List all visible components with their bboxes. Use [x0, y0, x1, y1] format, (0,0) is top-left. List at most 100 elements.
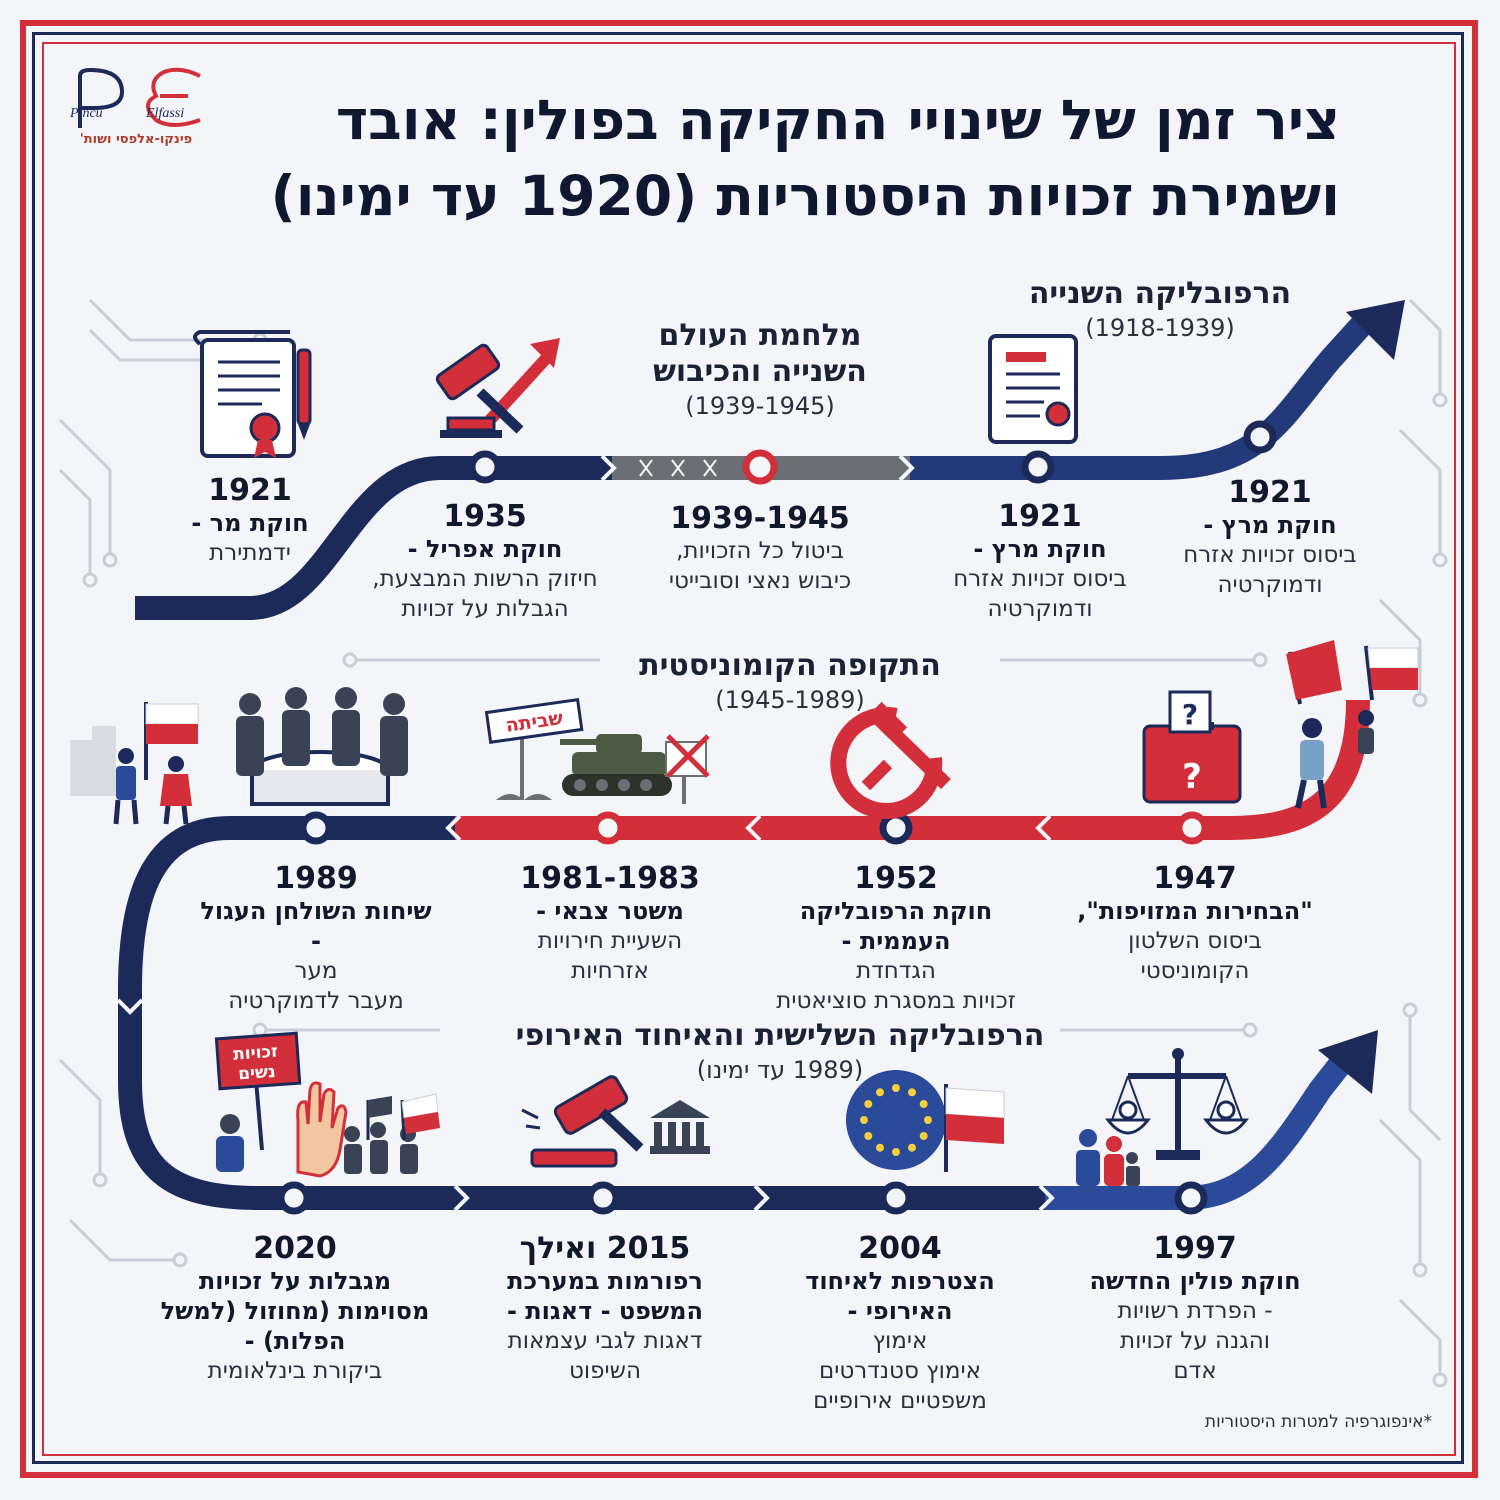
eu-star: [876, 1088, 884, 1097]
event-1935-april: 1935 חוקת אפריל - חיזוק הרשות המבצעת, הג…: [340, 500, 630, 624]
hammer-sickle-icon: [830, 701, 951, 819]
track-row3-arrowhead: [1318, 1030, 1378, 1094]
event-year: 1997: [1153, 1231, 1237, 1266]
period-name: מלחמת העולם השנייה והכיבוש: [653, 318, 867, 389]
period-years: (1939-1945): [685, 392, 835, 420]
eu-star: [919, 1100, 928, 1108]
event-desc: אימוץ: [872, 1328, 928, 1354]
event-name: חוקת פולין החדשה: [1089, 1267, 1301, 1295]
event-desc: הגבלות על זכויות: [401, 596, 569, 622]
document-seal-icon: [193, 330, 312, 458]
protest-sign-icon: זכויות נשים: [214, 1031, 440, 1178]
gavel-up-arrow-icon: [435, 338, 560, 438]
logo-name-right: Elfassi: [146, 106, 185, 121]
node-2020: [277, 1181, 311, 1215]
protest-sign-line-2: נשים: [238, 1062, 277, 1085]
period-years: (1918-1939): [1085, 314, 1235, 342]
eu-flag-icon: [846, 1070, 946, 1170]
event-desc: ביסוס השלטון: [1128, 928, 1262, 954]
barbed-wire-icon: [639, 459, 717, 477]
event-year: 1921: [208, 473, 292, 508]
person-flag-icon: [1286, 640, 1419, 809]
event-desc: ודמוקרטיה: [1217, 572, 1323, 598]
page-title: ציר זמן של שינויי החקיקה בפולין: אובד וש…: [200, 82, 1340, 234]
event-desc: מער: [294, 958, 338, 984]
eu-star: [876, 1143, 884, 1152]
event-1939-1945: 1939-1945 ביטול כל הזכויות, כיבוש נאצי ו…: [630, 502, 890, 596]
eu-star: [908, 1088, 916, 1097]
company-logo: Pincu Elfassi פינקו-אלפסי ושות': [60, 62, 210, 162]
node-1921-b: [1021, 450, 1055, 484]
question-mark-top: ?: [1182, 698, 1198, 731]
event-name: משטר צבאי -: [536, 897, 684, 925]
event-year: 1939-1945: [670, 501, 850, 536]
period-communist: התקופה הקומוניסטית (1945-1989): [560, 648, 1020, 716]
node-1981: [591, 811, 625, 845]
track-row2-curve: [760, 699, 1370, 840]
event-year: 1935: [443, 499, 527, 534]
event-name: חוקת אפריל -: [407, 535, 563, 563]
node-1947: [1175, 811, 1209, 845]
event-desc: ביטול כל הזכויות,: [676, 538, 844, 564]
event-year: 1947: [1153, 861, 1237, 896]
poland-flag-icon: [944, 1084, 1005, 1172]
tank-strike-icon: שביתה: [484, 698, 710, 804]
event-desc: השיפוט: [568, 1358, 641, 1384]
event-1947-elections: 1947 "הבחירות המזויפות", ביסוס השלטון הק…: [1060, 862, 1330, 986]
title-line-2: ושמירת זכויות היסטוריות (1920 עד ימינו): [270, 164, 1340, 228]
eu-star: [908, 1143, 916, 1152]
logo-hebrew-name: פינקו-אלפסי ושות': [79, 132, 193, 147]
event-year: 1952: [854, 861, 938, 896]
node-1989: [299, 811, 333, 845]
gavel-court-icon: [521, 1075, 710, 1168]
track-uturn: [118, 816, 455, 1210]
logo-mark-icon: [78, 67, 201, 128]
event-1989-round-table: 1989 שיחות השולחן העגול - מער מעבר לדמוק…: [196, 862, 436, 1016]
event-1921-march-a: 1921 חוקת מרץ - ביסוס זכויות אזרח ודמוקר…: [1140, 476, 1400, 600]
event-year: 2015 ואילך: [519, 1231, 691, 1266]
eu-star: [892, 1148, 900, 1156]
event-desc: ידמתירת: [209, 540, 291, 566]
constitution-document-icon: [988, 334, 1078, 444]
period-ww2: מלחמת העולם השנייה והכיבוש (1939-1945): [610, 318, 910, 422]
event-desc: זכויות במסגרת סוציאטית: [776, 988, 1016, 1014]
event-year: 1921: [998, 499, 1082, 534]
event-2004-eu: 2004 הצטרפות לאיחוד האירופי - אימוץ אימו…: [780, 1232, 1020, 1416]
period-name: הרפובליקה השלישית והאיחוד האירופי: [515, 1018, 1045, 1053]
event-year: 2004: [858, 1231, 942, 1266]
track-row1-arrowhead: [1346, 300, 1405, 360]
eu-star: [860, 1116, 868, 1124]
event-1921-mar-left: 1921 חוקת מר - ידמתירת: [150, 474, 350, 568]
event-desc: הגדחדת: [856, 958, 936, 984]
eu-star: [924, 1116, 932, 1124]
event-desc: והגנה על זכויות: [1119, 1328, 1271, 1354]
event-desc: - הפרדת רשויות: [1117, 1298, 1273, 1324]
family-icon: [1076, 1129, 1140, 1186]
event-desc: אזרחיות: [571, 958, 649, 984]
event-name: מגבלות על זכויות מסוימות (מחוזול (למשל ה…: [160, 1267, 430, 1355]
protest-sign-line-1: זכויות: [233, 1042, 279, 1065]
event-year: 1981-1983: [520, 861, 700, 896]
node-1939: [742, 449, 778, 485]
event-year: 1921: [1228, 475, 1312, 510]
event-desc: ביקורת בינלאומית: [207, 1358, 383, 1384]
event-1921-march-b: 1921 חוקת מרץ - ביסוס זכויות אזרח ודמוקר…: [910, 500, 1170, 624]
event-1952-constitution: 1952 חוקת הרפובליקה העממית - הגדחדת זכוי…: [760, 862, 1032, 1016]
event-year: 2020: [253, 1231, 337, 1266]
event-1981-martial-law: 1981-1983 משטר צבאי - השעיית חירויות אזר…: [480, 862, 740, 986]
event-name: חוקת מר -: [191, 509, 309, 537]
event-name: הצטרפות לאיחוד האירופי -: [805, 1267, 995, 1325]
event-desc: אדם: [1173, 1358, 1217, 1384]
title-line-1: ציר זמן של שינויי החקיקה בפולין: אובד: [335, 88, 1340, 152]
node-1921-a: [1243, 420, 1277, 454]
event-desc: דאגות לגבי עצמאות: [507, 1328, 703, 1354]
period-second-republic: הרפובליקה השנייה (1918-1939): [980, 276, 1340, 344]
event-2015-reforms: 2015 ואילך רפורמות במערכת המשפט - דאגות …: [470, 1232, 740, 1386]
period-name: התקופה הקומוניסטית: [639, 648, 941, 683]
event-desc: ביסוס זכויות אזרח: [953, 566, 1127, 592]
eu-star: [892, 1084, 900, 1092]
node-1935: [468, 450, 502, 484]
protesters-flag-icon: [70, 702, 199, 825]
ballot-box-icon: ? ?: [1142, 690, 1242, 804]
